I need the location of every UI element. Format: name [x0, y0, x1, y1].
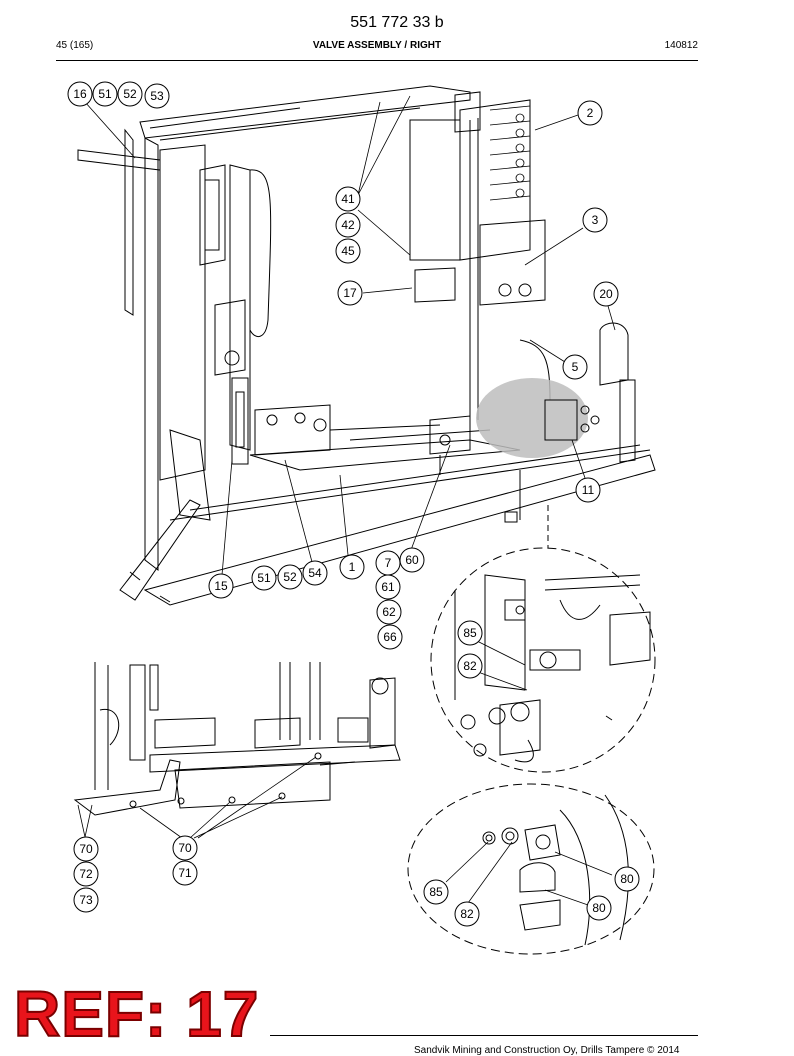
section-title: VALVE ASSEMBLY / RIGHT: [312, 40, 442, 51]
callout-42: 42: [335, 212, 361, 238]
callout-73: 73: [73, 887, 99, 913]
svg-text:52: 52: [283, 570, 297, 584]
callout-85: 85: [457, 620, 483, 646]
callout-41: 41: [335, 186, 361, 212]
callout-51: 51: [251, 565, 277, 591]
header-row: 45 (165) VALVE ASSEMBLY / RIGHT 140812: [56, 40, 698, 56]
ref-overlay-label: REF: 17: [13, 978, 260, 1050]
svg-text:17: 17: [343, 286, 357, 300]
svg-text:2: 2: [587, 106, 594, 120]
callout-53: 53: [144, 83, 170, 109]
svg-text:53: 53: [150, 89, 164, 103]
svg-text:7: 7: [385, 556, 392, 570]
leader-lines: [77, 95, 616, 906]
callout-51: 51: [92, 81, 118, 107]
svg-text:61: 61: [381, 580, 395, 594]
callout-balloons: 16 51 52 53 2 41 42 45 3 17 20 5 11 1 7 …: [67, 81, 640, 927]
callout-52: 52: [117, 81, 143, 107]
svg-text:52: 52: [123, 87, 137, 101]
callout-1: 1: [339, 554, 365, 580]
callout-85: 85: [423, 879, 449, 905]
svg-text:70: 70: [178, 841, 192, 855]
callout-82: 82: [457, 653, 483, 679]
svg-text:66: 66: [383, 630, 397, 644]
svg-text:45: 45: [341, 244, 355, 258]
svg-text:41: 41: [341, 192, 355, 206]
callout-17: 17: [337, 280, 363, 306]
callout-2: 2: [577, 100, 603, 126]
svg-text:85: 85: [463, 626, 477, 640]
callout-80: 80: [614, 866, 640, 892]
callout-62: 62: [376, 599, 402, 625]
page-number: 45 (165): [56, 40, 94, 51]
callout-70: 70: [73, 836, 99, 862]
svg-text:71: 71: [178, 866, 192, 880]
callout-15: 15: [208, 573, 234, 599]
svg-text:3: 3: [592, 213, 599, 227]
callout-61: 61: [375, 574, 401, 600]
footer-divider: [270, 1035, 698, 1036]
callout-71: 71: [172, 860, 198, 886]
callout-66: 66: [377, 624, 403, 650]
callout-82: 82: [454, 901, 480, 927]
svg-text:60: 60: [405, 553, 419, 567]
svg-text:11: 11: [582, 483, 595, 497]
callout-11: 11: [575, 477, 601, 503]
svg-text:82: 82: [463, 659, 477, 673]
callout-72: 72: [73, 861, 99, 887]
callout-80: 80: [586, 895, 612, 921]
svg-text:80: 80: [592, 901, 606, 915]
main-frame: [77, 85, 656, 606]
svg-text:15: 15: [214, 579, 228, 593]
svg-text:82: 82: [460, 907, 474, 921]
svg-text:72: 72: [79, 867, 93, 881]
svg-text:42: 42: [341, 218, 355, 232]
svg-text:16: 16: [73, 87, 87, 101]
callout-52: 52: [277, 564, 303, 590]
svg-text:20: 20: [599, 287, 613, 301]
svg-text:70: 70: [79, 842, 93, 856]
svg-text:5: 5: [572, 360, 579, 374]
callout-45: 45: [335, 238, 361, 264]
callout-60: 60: [399, 547, 425, 573]
callout-3: 3: [582, 207, 608, 233]
footer-copyright: Sandvik Mining and Construction Oy, Dril…: [414, 1045, 680, 1056]
svg-text:51: 51: [257, 571, 271, 585]
callout-70: 70: [172, 835, 198, 861]
callout-16: 16: [67, 81, 93, 107]
callout-54: 54: [302, 560, 328, 586]
svg-text:73: 73: [79, 893, 93, 907]
callout-20: 20: [593, 281, 619, 307]
callout-7: 7: [375, 550, 401, 576]
detail-view-upper: [430, 505, 656, 773]
svg-text:54: 54: [308, 566, 322, 580]
document-number: 551 772 33 b: [350, 14, 444, 31]
side-view: [73, 662, 401, 816]
date-code: 140812: [664, 40, 698, 51]
detail-view-lower: [407, 783, 655, 955]
svg-text:80: 80: [620, 872, 634, 886]
svg-text:85: 85: [429, 885, 443, 899]
svg-text:62: 62: [382, 605, 396, 619]
callout-5: 5: [562, 354, 588, 380]
svg-text:1: 1: [349, 560, 356, 574]
header-divider: [56, 60, 698, 61]
svg-text:51: 51: [98, 87, 112, 101]
